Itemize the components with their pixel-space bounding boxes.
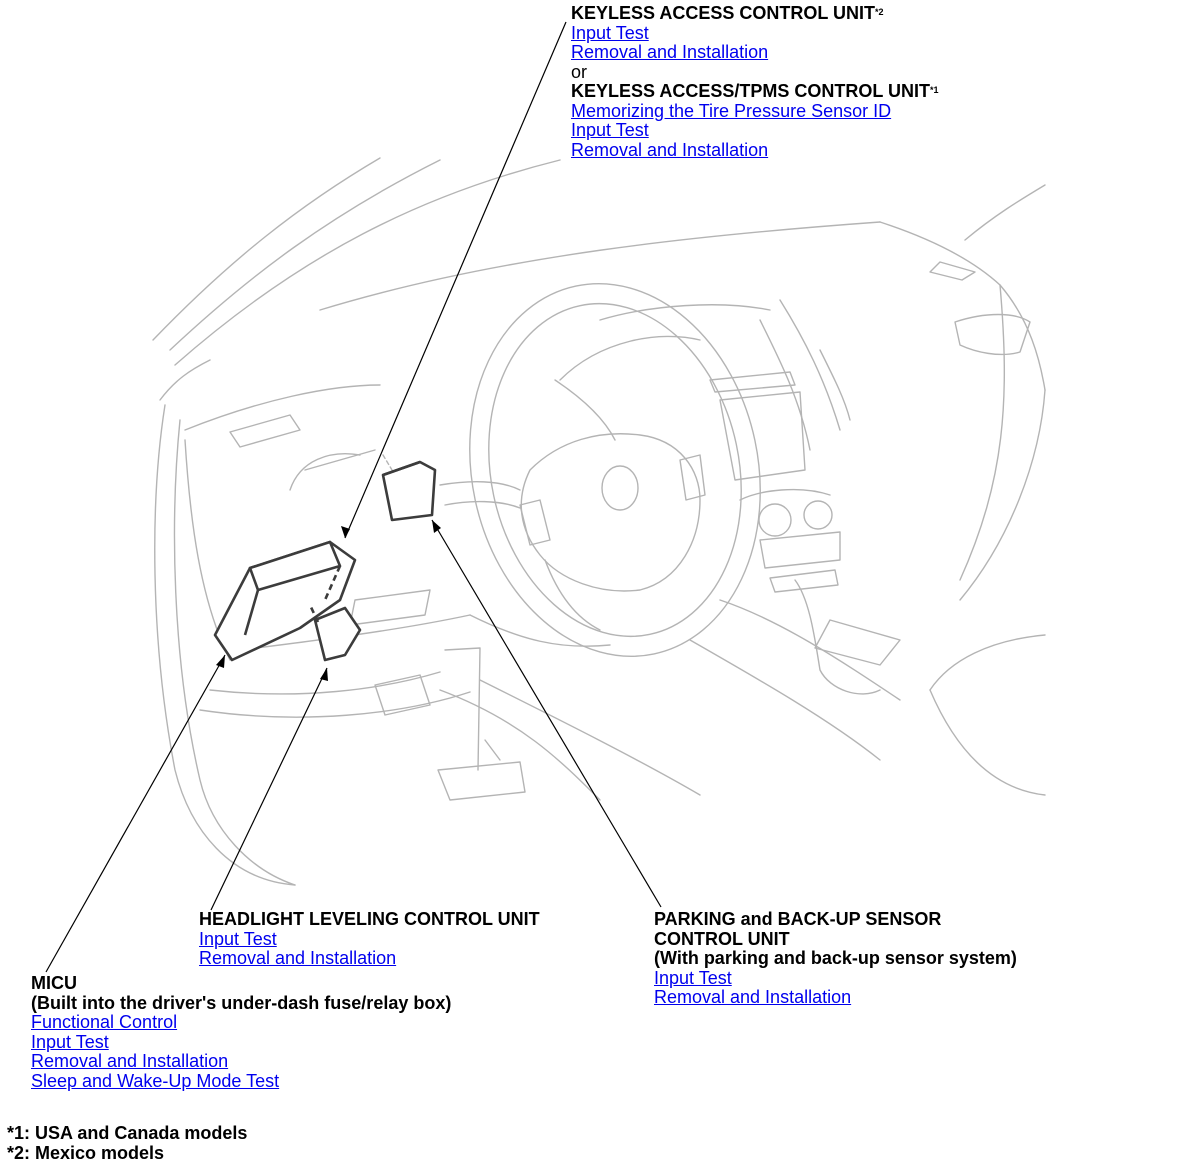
micu-input-test-link[interactable]: Input Test <box>31 1031 109 1052</box>
parking-sensor-title-line3: (With parking and back-up sensor system) <box>654 948 1017 968</box>
micu-sleep-wake-test-link[interactable]: Sleep and Wake-Up Mode Test <box>31 1070 280 1091</box>
headlight-leveling-unit-component <box>308 604 362 662</box>
micu-subtitle: (Built into the driver's under-dash fuse… <box>31 992 452 1013</box>
micu-callout: MICU (Built into the driver's under-dash… <box>31 973 452 1091</box>
parking-sensor-title-line1: PARKING and BACK-UP SENSOR <box>654 909 942 929</box>
headlight-removal-link[interactable]: Removal and Installation <box>199 948 397 968</box>
tpms-memorize-sensor-id-link[interactable]: Memorizing the Tire Pressure Sensor ID <box>571 100 892 121</box>
parking-leader-line <box>431 519 662 908</box>
micu-arrowhead <box>216 655 225 668</box>
leader-arrowheads <box>216 520 441 681</box>
headlight-arrowhead <box>320 668 328 681</box>
keyless-arrowhead <box>341 526 350 538</box>
parking-input-test-link[interactable]: Input Test <box>654 967 732 988</box>
keyless-removal-link[interactable]: Removal and Installation <box>571 42 769 62</box>
headlight-input-test-link[interactable]: Input Test <box>199 928 277 949</box>
micu-fuse-box-component <box>213 540 357 662</box>
parking-removal-link[interactable]: Removal and Installation <box>654 987 852 1007</box>
micu-title: MICU <box>31 973 77 993</box>
leader-lines <box>45 21 662 973</box>
tpms-input-test-link[interactable]: Input Test <box>571 120 649 140</box>
headlight-leveling-callout: HEADLIGHT LEVELING CONTROL UNIT Input Te… <box>199 909 540 969</box>
tpms-removal-link[interactable]: Removal and Installation <box>571 139 769 160</box>
headlight-leveling-title: HEADLIGHT LEVELING CONTROL UNIT <box>199 909 540 929</box>
footnotes: *1: USA and Canada models *2: Mexico mod… <box>7 1123 248 1163</box>
keyless-access-title: KEYLESS ACCESS CONTROL UNIT*2 <box>571 3 884 23</box>
or-label: or <box>571 61 588 82</box>
keyless-access-callout: KEYLESS ACCESS CONTROL UNIT*2 Input Test… <box>571 3 939 160</box>
keyless-tpms-title: KEYLESS ACCESS/TPMS CONTROL UNIT*1 <box>571 81 939 101</box>
keyless-input-test-link[interactable]: Input Test <box>571 22 649 43</box>
micu-leader-line <box>45 654 226 973</box>
parking-sensor-callout: PARKING and BACK-UP SENSOR CONTROL UNIT … <box>654 909 1017 1008</box>
headlight-leader-line <box>210 667 328 911</box>
keyless-leader-line <box>344 21 567 539</box>
footnote-1: *1: USA and Canada models <box>7 1123 248 1143</box>
vehicle-interior-line-art <box>152 157 1046 886</box>
parking-sensor-title-line2: CONTROL UNIT <box>654 928 790 949</box>
footnote-2: *2: Mexico models <box>7 1142 165 1163</box>
parking-arrowhead <box>432 520 441 533</box>
micu-removal-link[interactable]: Removal and Installation <box>31 1051 229 1071</box>
parking-sensor-unit-component <box>381 460 437 522</box>
micu-functional-control-link[interactable]: Functional Control <box>31 1012 178 1032</box>
